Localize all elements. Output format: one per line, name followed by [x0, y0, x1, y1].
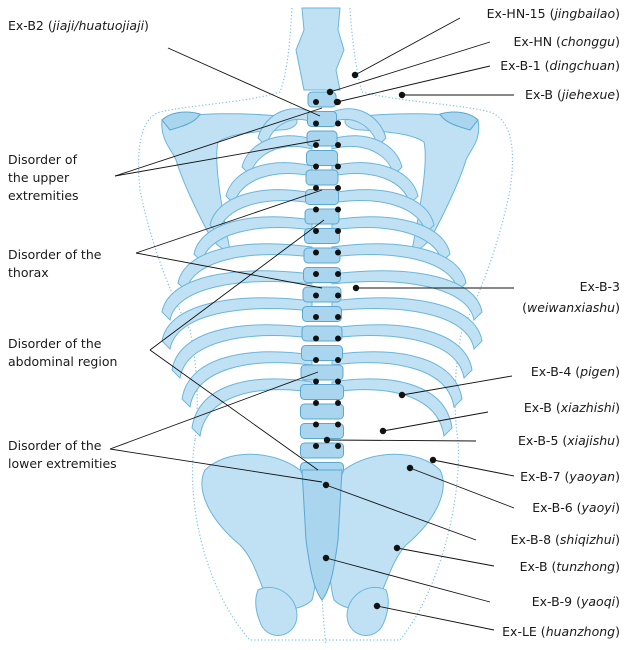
point-jiaji-left-4 [313, 164, 319, 170]
vertebra-15 [301, 365, 343, 380]
label-ex-hn: Ex-HN (chonggu) [514, 34, 620, 49]
point-jiaji-left-17 [313, 443, 319, 449]
point-jiaji-right-8 [335, 250, 341, 256]
point-jiaji-right-17 [335, 443, 341, 449]
point-jiaji-left-2 [313, 121, 319, 127]
point-jiehexue [399, 92, 405, 98]
point-jiaji-right-11 [335, 314, 341, 320]
label-ex-b-8: Ex-B-8 (shiqizhui) [511, 532, 620, 547]
point-weiwanxiashu [353, 285, 359, 291]
label-ex-b-xiazhishi: Ex-B (xiazhishi) [524, 400, 620, 415]
point-tunzhong [394, 545, 400, 551]
point-jiaji-right-16 [335, 422, 341, 428]
label-disorder-lower-2: lower extremities [8, 456, 117, 471]
point-jiaji-right-7 [335, 228, 341, 234]
label-ex-hn-15: Ex-HN-15 (jingbailao) [487, 6, 620, 21]
point-jiaji-left-8 [313, 250, 319, 256]
point-jiaji-right-4 [335, 164, 341, 170]
point-jiaji-left-1 [313, 99, 319, 105]
point-jiaji-left-3 [313, 142, 319, 148]
right-labels: Ex-HN-15 (jingbailao) Ex-HN (chonggu) Ex… [487, 6, 620, 639]
rib-l-11 [192, 379, 312, 436]
point-jiaji-left-6 [313, 207, 319, 213]
label-disorder-thorax-1: Disorder of the [8, 247, 102, 262]
vertebra-12 [303, 307, 342, 322]
label-ex-b-7: Ex-B-7 (yaoyan) [520, 469, 620, 484]
rib-r-8 [332, 298, 482, 349]
point-yaoyan [430, 457, 436, 463]
point-chonggu [327, 89, 333, 95]
vertebra-9 [304, 248, 340, 263]
label-ex-b-6: Ex-B-6 (yaoyi) [532, 500, 620, 515]
label-disorder-upper-2: the upper [8, 170, 70, 185]
label-ex-b2: Ex-B2 (jiaji/huatuojiaji) [8, 18, 149, 33]
label-disorder-upper-1: Disorder of [8, 152, 78, 167]
point-jiaji-left-7 [313, 228, 319, 234]
rib-r-9 [332, 325, 472, 378]
label-disorder-thorax-2: thorax [8, 265, 49, 280]
point-huanzhong [374, 603, 380, 609]
vertebra-17 [301, 404, 344, 419]
label-ex-b-5: Ex-B-5 (xiajishu) [518, 433, 620, 448]
point-jiaji-left-11 [313, 314, 319, 320]
point-jiaji-left-13 [313, 357, 319, 363]
point-jiaji-left-10 [313, 293, 319, 299]
point-yaoqi [323, 555, 329, 561]
label-ex-b-3-code: Ex-B-3 [580, 279, 620, 294]
vertebra-6 [306, 190, 339, 205]
vertebra-2 [308, 112, 337, 127]
point-pigen [399, 392, 405, 398]
label-disorder-abdominal-1: Disorder of the [8, 336, 102, 351]
spine [296, 8, 344, 478]
rib-l-8 [162, 298, 312, 349]
rib-l-9 [172, 325, 312, 378]
point-xiajishu [324, 437, 330, 443]
point-yaoyi [407, 465, 413, 471]
vertebra-10 [304, 268, 341, 283]
point-jiaji-right-1 [335, 99, 341, 105]
point-shiqizhui [323, 482, 329, 488]
rib-r-11 [332, 379, 452, 436]
vertebra-16 [301, 385, 344, 400]
label-disorder-abdominal-2: abdominal region [8, 354, 117, 369]
vertebra-4 [307, 151, 338, 166]
label-ex-le: Ex-LE (huanzhong) [502, 624, 620, 639]
vertebra-3 [307, 131, 337, 146]
point-jiaji-right-10 [335, 293, 341, 299]
point-jiaji-right-12 [335, 336, 341, 342]
point-jiaji-right-14 [335, 379, 341, 385]
point-jiaji-left-5 [313, 185, 319, 191]
label-ex-b-9: Ex-B-9 (yaoqi) [532, 594, 620, 609]
point-jiaji-right-3 [335, 142, 341, 148]
point-jiaji-right-9 [335, 271, 341, 277]
label-disorder-lower-1: Disorder of the [8, 438, 102, 453]
point-jiaji-left-16 [313, 422, 319, 428]
label-disorder-upper-3: extremities [8, 188, 79, 203]
left-labels: Ex-B2 (jiaji/huatuojiaji) Disorder of th… [8, 18, 149, 471]
label-ex-b-jiehexue: Ex-B (jiehexue) [525, 87, 620, 102]
point-jiaji-left-15 [313, 400, 319, 406]
point-jingbailao [352, 72, 358, 78]
point-jiaji-right-15 [335, 400, 341, 406]
point-jiaji-right-5 [335, 185, 341, 191]
label-ex-b-3-name: (weiwanxiashu) [522, 300, 620, 315]
point-jiaji-left-12 [313, 336, 319, 342]
point-jiaji-left-9 [313, 271, 319, 277]
point-jiaji-right-13 [335, 357, 341, 363]
point-jiaji-left-14 [313, 379, 319, 385]
label-ex-b-1: Ex-B-1 (dingchuan) [500, 58, 620, 73]
label-ex-b-tunzhong: Ex-B (tunzhong) [520, 559, 620, 574]
point-jiaji-right-6 [335, 207, 341, 213]
point-jiaji-right-2 [335, 121, 341, 127]
vertebra-5 [306, 170, 338, 185]
point-xiazhishi [380, 428, 386, 434]
label-ex-b-4: Ex-B-4 (pigen) [531, 364, 620, 379]
